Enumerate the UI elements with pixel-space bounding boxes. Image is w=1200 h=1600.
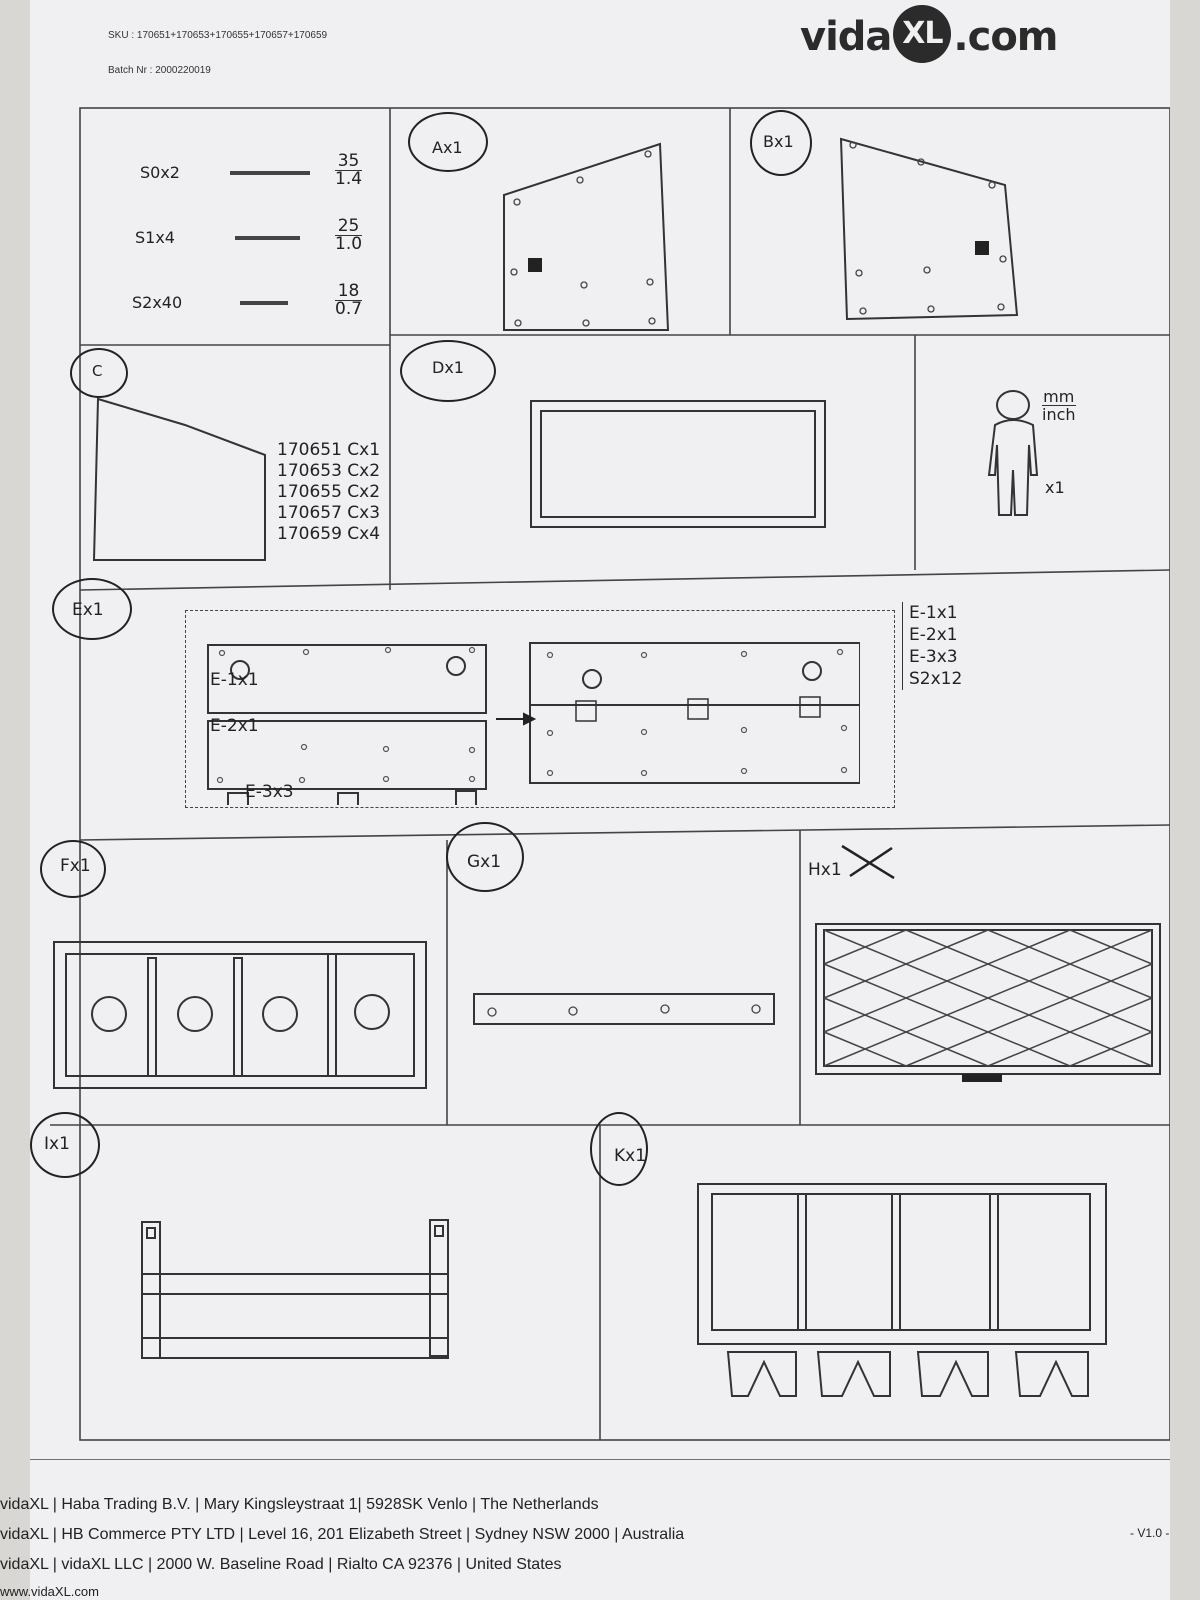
part-e1-label: E-1x1 (210, 670, 259, 690)
part-k-drawing (697, 1183, 1107, 1397)
part-g-drawing (473, 993, 775, 1025)
part-c-circle-mark (70, 348, 128, 398)
part-g-circle-mark (446, 822, 524, 892)
part-e-contents-item: E-2x1 (909, 625, 958, 645)
part-c-variant: 170657 Cx3 (277, 503, 381, 523)
part-i-label: Ix1 (44, 1134, 70, 1154)
part-e-drawing (207, 642, 860, 805)
part-e-circle-mark (52, 578, 132, 640)
part-e-contents-item: E-1x1 (909, 603, 958, 623)
screw-s2-mm: 18 (335, 283, 363, 301)
part-h-drawing (815, 923, 1161, 1082)
part-c-drawing (92, 397, 266, 561)
units-inch: inch (1042, 405, 1076, 424)
part-e-dashed-area (185, 610, 895, 808)
part-e-contents-item: S2x12 (909, 669, 963, 689)
cross-out-mark (841, 844, 895, 880)
part-i-drawing (141, 1219, 449, 1359)
screw-s1-icon (235, 236, 300, 240)
part-b-label: Bx1 (763, 132, 794, 151)
sku-text: SKU : 170651+170653+170655+170657+170659 (108, 30, 328, 41)
screw-s1-mm: 25 (335, 218, 363, 236)
part-c-variant-list: 170651 Cx1 170653 Cx2 170655 Cx2 170657 … (277, 440, 380, 545)
part-k-circle-mark (590, 1112, 648, 1186)
part-a-drawing (503, 142, 670, 331)
part-a-circle-mark (408, 112, 488, 172)
part-d-label: Dx1 (432, 358, 464, 377)
part-c-label: C (92, 362, 103, 380)
part-c-variant: 170653 Cx2 (277, 461, 381, 481)
person-icon (987, 390, 1039, 516)
part-b-drawing (839, 137, 1019, 321)
screw-s1-label: S1x4 (135, 228, 175, 247)
logo-badge: XL (893, 5, 952, 63)
part-a-label: Ax1 (432, 138, 463, 157)
part-e3-label: E-3x3 (245, 782, 294, 802)
units-mm: mm (1042, 387, 1076, 406)
part-i-circle-mark (30, 1112, 100, 1178)
person-qty: x1 (1045, 478, 1065, 497)
screw-s0-label: S0x2 (140, 163, 180, 182)
part-g-label: Gx1 (467, 852, 502, 872)
part-f-label: Fx1 (60, 856, 91, 876)
screw-s2-inch: 0.7 (335, 299, 363, 319)
part-e2-label: E-2x1 (210, 716, 259, 736)
logo-text-left: vida (800, 14, 892, 60)
part-k-label: Kx1 (614, 1146, 647, 1166)
footer-website: www.vidaXL.com (0, 1584, 99, 1599)
part-d-circle-mark (400, 340, 496, 402)
version-label: - V1.0 - (1130, 1526, 1170, 1540)
screw-s0-mm: 35 (335, 153, 363, 171)
part-e-contents-item: E-3x3 (909, 647, 958, 667)
instruction-sheet: SKU : 170651+170653+170655+170657+170659… (0, 0, 1170, 1600)
screw-s2-icon (240, 301, 288, 305)
part-d-inner-frame (540, 410, 816, 518)
batch-number: Batch Nr : 2000220019 (108, 65, 211, 76)
part-h-label: Hx1 (808, 860, 842, 880)
part-c-variant: 170655 Cx2 (277, 482, 381, 502)
part-d-drawing (530, 400, 826, 528)
part-c-variant: 170651 Cx1 (277, 440, 381, 460)
part-c-variant: 170659 Cx4 (277, 524, 381, 544)
footer-address-us: vidaXL | vidaXL LLC | 2000 W. Baseline R… (0, 1556, 562, 1573)
part-e-contents-list: E-1x1 E-2x1 E-3x3 S2x12 (902, 602, 962, 690)
part-f-circle-mark (40, 840, 106, 898)
grid-lines (30, 107, 1170, 1460)
footer-address-au: vidaXL | HB Commerce PTY LTD | Level 16,… (0, 1526, 685, 1543)
part-f-drawing (53, 941, 427, 1089)
part-e-label: Ex1 (72, 600, 104, 620)
footer-address-nl: vidaXL | Haba Trading B.V. | Mary Kingsl… (0, 1496, 599, 1513)
screw-s0-icon (230, 171, 310, 175)
screw-s0-inch: 1.4 (335, 169, 363, 189)
screw-s2-label: S2x40 (132, 293, 183, 312)
part-b-circle-mark (750, 110, 812, 176)
logo-text-right: .com (953, 14, 1058, 60)
screw-s1-inch: 1.0 (335, 234, 363, 254)
